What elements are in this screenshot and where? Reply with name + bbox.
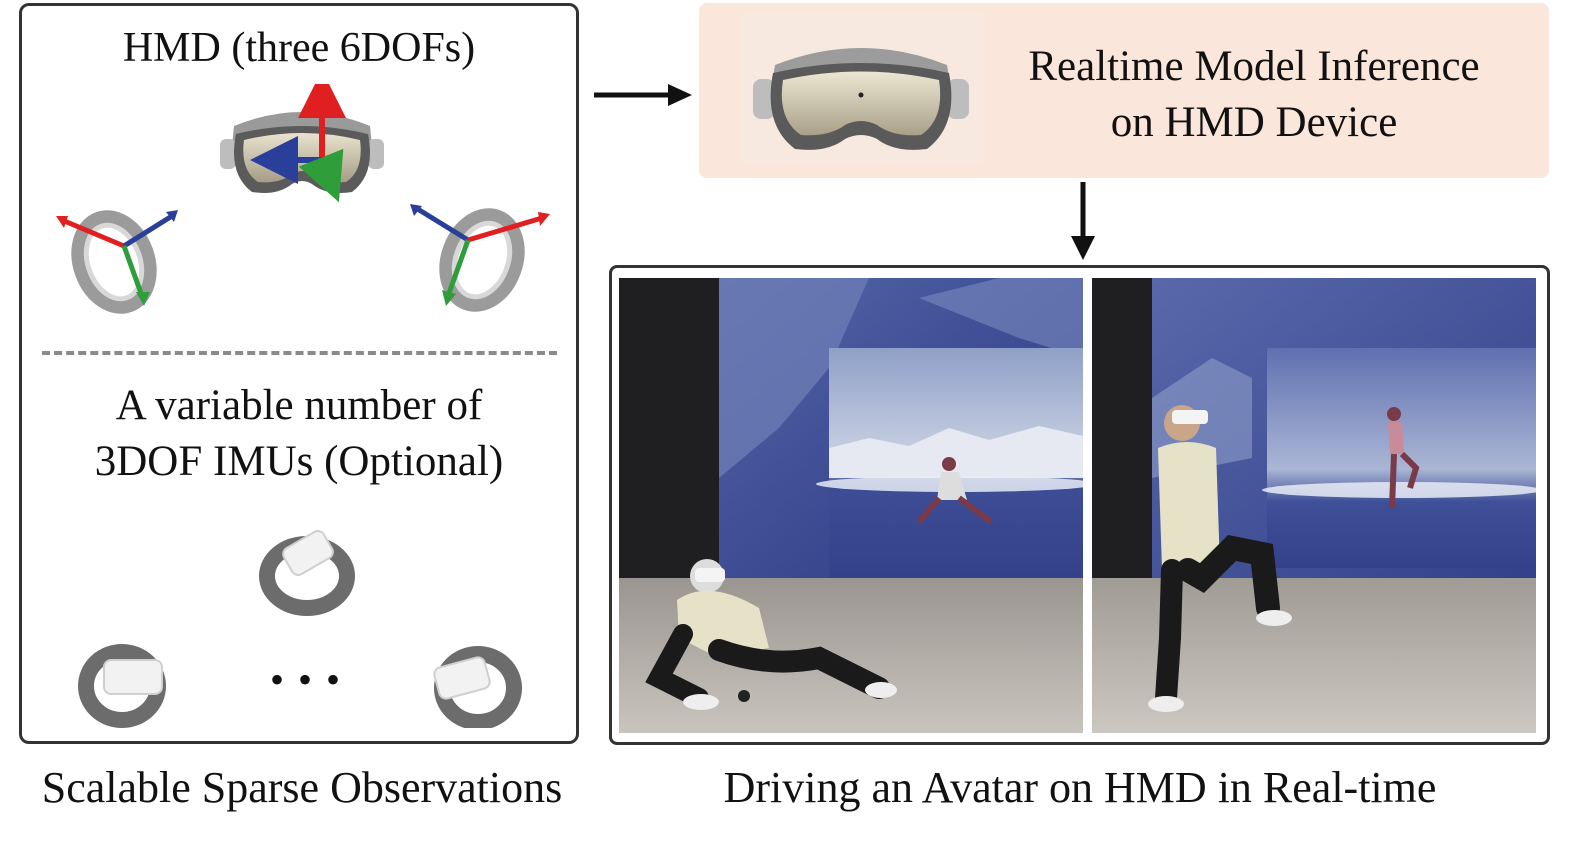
- vr-headset-icon: [753, 48, 969, 150]
- imu-title-line1: A variable number of: [115, 382, 483, 429]
- imu-wristband-icon: [78, 644, 166, 728]
- arrow-right-icon: [594, 84, 692, 106]
- inference-text: Realtime Model Inference on HMD Device: [989, 39, 1519, 151]
- right-controller-icon: [410, 204, 550, 312]
- left-caption: Scalable Sparse Observations: [41, 763, 563, 812]
- headset-image: [739, 13, 984, 163]
- imu-title-line2: 3DOF IMUs (Optional): [94, 438, 504, 485]
- hmd-title: HMD (three 6DOFs): [122, 25, 476, 71]
- realtime-demo-panel: [609, 265, 1550, 745]
- vr-headset-icon: [220, 84, 384, 203]
- left-controller-icon: [56, 210, 178, 314]
- imu-wristband-icon: [259, 530, 355, 616]
- demo-photo-lunge: [619, 278, 1083, 733]
- inference-line1: Realtime Model Inference: [1028, 43, 1480, 90]
- right-caption: Driving an Avatar on HMD in Real-time: [723, 763, 1437, 812]
- inference-line2: on HMD Device: [1110, 99, 1398, 146]
- inference-box: Realtime Model Inference on HMD Device: [699, 3, 1549, 178]
- imu-title: A variable number of 3DOF IMUs (Optional…: [22, 378, 576, 490]
- section-divider: [42, 351, 557, 355]
- demo-photo-knee-raise: [1092, 278, 1536, 733]
- arrow-down-icon: [1071, 182, 1095, 260]
- sparse-observations-panel: HMD (three 6DOFs): [19, 3, 579, 744]
- imu-wristband-icon: [433, 646, 522, 728]
- ellipsis: • • •: [270, 657, 343, 702]
